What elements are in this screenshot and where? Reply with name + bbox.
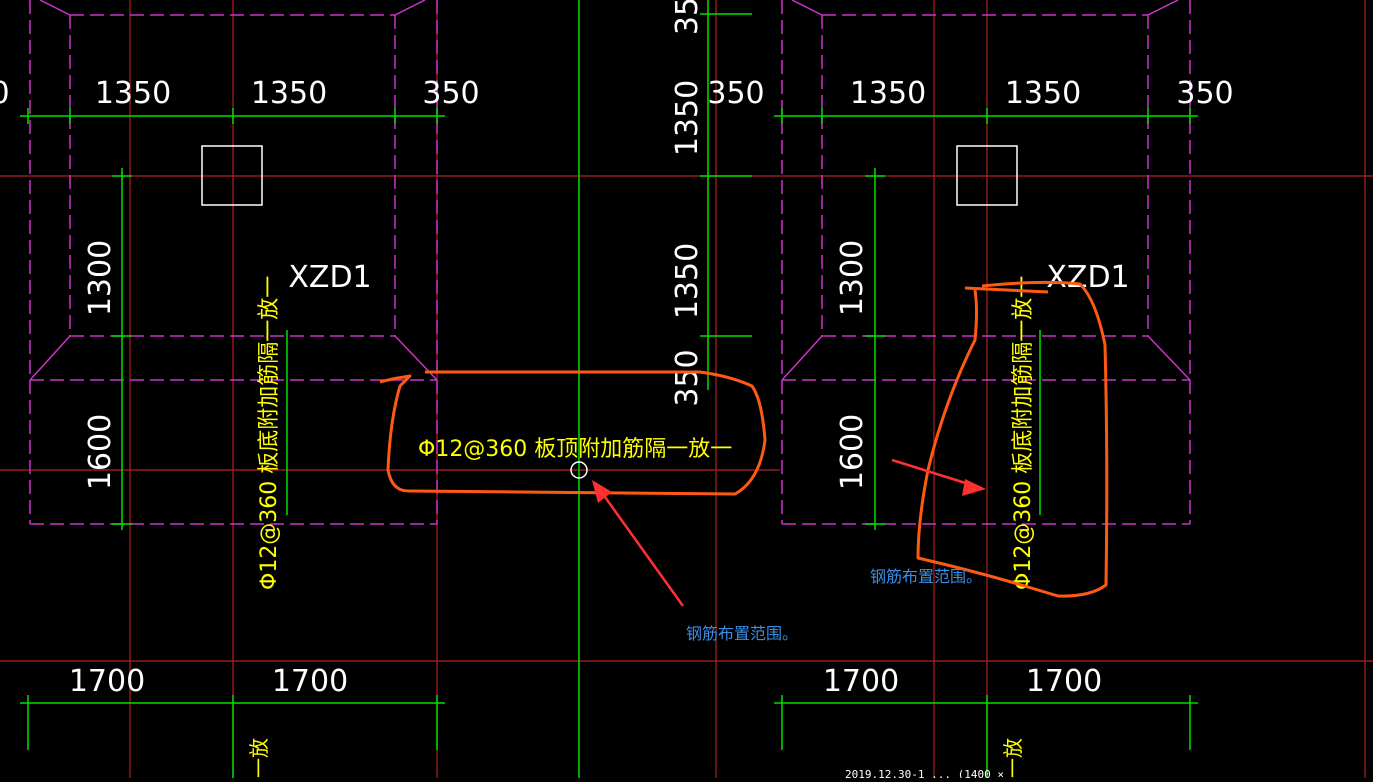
dim-left-top-2: 1350: [251, 76, 327, 111]
dim-left-side-1: 1300: [83, 240, 118, 316]
note-center: 钢筋布置范围。: [686, 624, 798, 643]
pile-label-right: XZD1: [1046, 260, 1129, 295]
rebar-label-bottom-left-partial: 一放: [247, 738, 271, 778]
dim-right-bottom-1: 1700: [823, 664, 899, 699]
dim-right-side-2: 1600: [835, 414, 870, 490]
markup-outline-right: [916, 280, 1109, 598]
dim-left-top-1: 1350: [95, 76, 171, 111]
dim-left-top-3: 350: [422, 76, 479, 111]
rebar-label-right-vertical: Φ12@360 板底附加筋隔一放一: [1011, 276, 1036, 590]
dim-left-side-2: 1600: [83, 414, 118, 490]
dim-left-bottom-2: 1700: [272, 664, 348, 699]
note-right: 钢筋布置范围。: [870, 567, 982, 586]
dim-left-bottom-1: 1700: [69, 664, 145, 699]
markup-outline-center: [379, 370, 767, 496]
rebar-label-bottom-right-partial: 一放: [1001, 738, 1025, 778]
status-fragment: 2019.12.30-1 ... (1400 ×: [845, 768, 1004, 778]
arrow-center: [592, 480, 685, 607]
rebar-label-left-vertical: Φ12@360 板底附加筋隔一放一: [257, 276, 282, 590]
dim-right-top-0: 350: [707, 76, 764, 111]
dim-right-side-1: 1300: [835, 240, 870, 316]
center-node-circle: [570, 461, 588, 479]
pile-label-left: XZD1: [288, 260, 371, 295]
dim-right-top-3: 350: [1176, 76, 1233, 111]
dim-center-2: 1350: [670, 80, 705, 156]
pile-cap-outlines: [29, 0, 1191, 525]
dim-edge-fragment: 0: [0, 76, 10, 111]
dim-right-top-2: 1350: [1005, 76, 1081, 111]
dim-right-top-1: 1350: [850, 76, 926, 111]
dim-center-4: 350: [670, 349, 705, 406]
dim-right-bottom-2: 1700: [1026, 664, 1102, 699]
pile-square-right: [956, 145, 1018, 206]
dimension-lines: [20, 0, 1198, 778]
rebar-label-center: Φ12@360 板顶附加筋隔一放一: [418, 437, 732, 462]
pile-cap-chamfers: [29, 0, 1191, 381]
arrow-right: [891, 458, 986, 496]
dim-center-1: 35: [670, 0, 705, 35]
pile-square-left: [201, 145, 263, 206]
dim-center-3: 1350: [670, 243, 705, 319]
